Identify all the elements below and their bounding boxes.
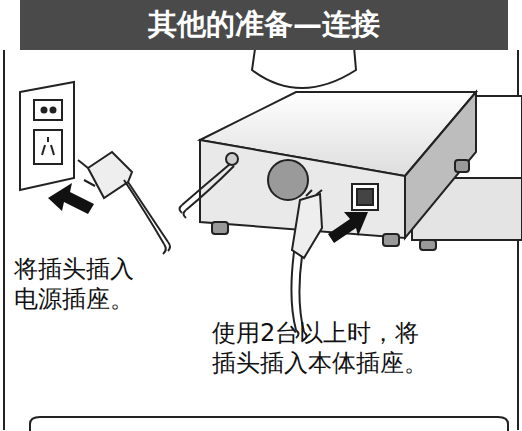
body-socket xyxy=(352,184,378,210)
jack xyxy=(226,153,238,165)
cable-break xyxy=(180,205,187,218)
body-plug xyxy=(291,190,322,340)
device-body xyxy=(200,92,476,246)
note-box xyxy=(30,417,508,431)
instruction-text: 将插头插入 电源插座。 xyxy=(14,254,142,314)
wall-outlet xyxy=(20,82,74,190)
cable xyxy=(182,164,234,210)
arrow xyxy=(48,183,94,214)
knob xyxy=(268,160,308,200)
arrow xyxy=(328,212,368,243)
title: 其他的准备—连接 xyxy=(20,0,508,50)
instruction-text: 使用2台以上时，将 插头插入本体插座。 xyxy=(212,318,436,378)
